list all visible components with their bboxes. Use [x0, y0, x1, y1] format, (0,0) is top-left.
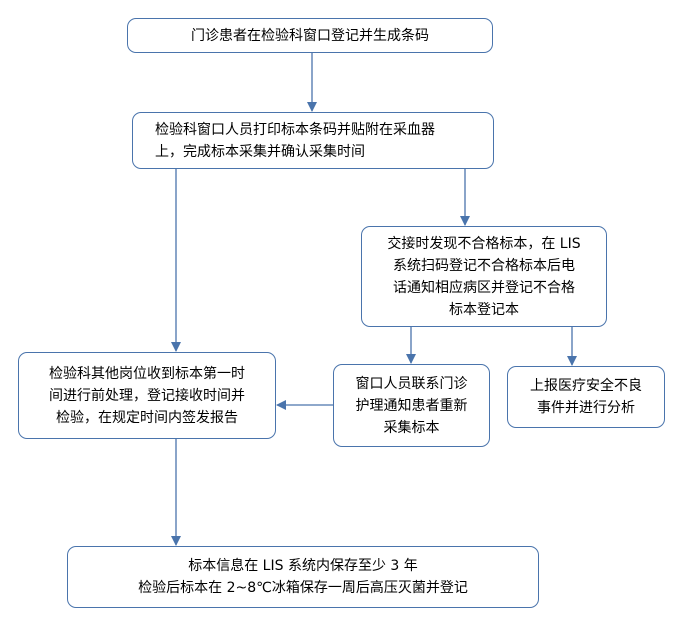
node-recollect-text: 窗口人员联系门诊 护理通知患者重新 采集标本	[355, 375, 468, 436]
node-handover-check-text: 交接时发现不合格标本，在 LIS 系统扫码登记不合格标本后电 话通知相应病区并登…	[387, 235, 581, 318]
node-register-text: 门诊患者在检验科窗口登记并生成条码	[191, 27, 429, 44]
node-storage: 标本信息在 LIS 系统内保存至少 3 年 检验后标本在 2~8℃冰箱保存一周后…	[67, 546, 539, 608]
node-receive-test: 检验科其他岗位收到标本第一时 间进行前处理，登记接收时间并 检验，在规定时间内签…	[18, 352, 276, 439]
node-handover-check: 交接时发现不合格标本，在 LIS 系统扫码登记不合格标本后电 话通知相应病区并登…	[361, 226, 607, 327]
node-register: 门诊患者在检验科窗口登记并生成条码	[127, 18, 493, 53]
node-recollect: 窗口人员联系门诊 护理通知患者重新 采集标本	[333, 364, 490, 447]
node-print-label: 检验科窗口人员打印标本条码并贴附在采血器 上，完成标本采集并确认采集时间	[132, 112, 494, 169]
node-report-event-text: 上报医疗安全不良 事件并进行分析	[530, 378, 642, 416]
node-receive-test-text: 检验科其他岗位收到标本第一时 间进行前处理，登记接收时间并 检验，在规定时间内签…	[49, 365, 245, 426]
node-report-event: 上报医疗安全不良 事件并进行分析	[507, 366, 665, 428]
node-print-label-text: 检验科窗口人员打印标本条码并贴附在采血器 上，完成标本采集并确认采集时间	[155, 121, 435, 160]
node-storage-text: 标本信息在 LIS 系统内保存至少 3 年 检验后标本在 2~8℃冰箱保存一周后…	[138, 558, 468, 596]
